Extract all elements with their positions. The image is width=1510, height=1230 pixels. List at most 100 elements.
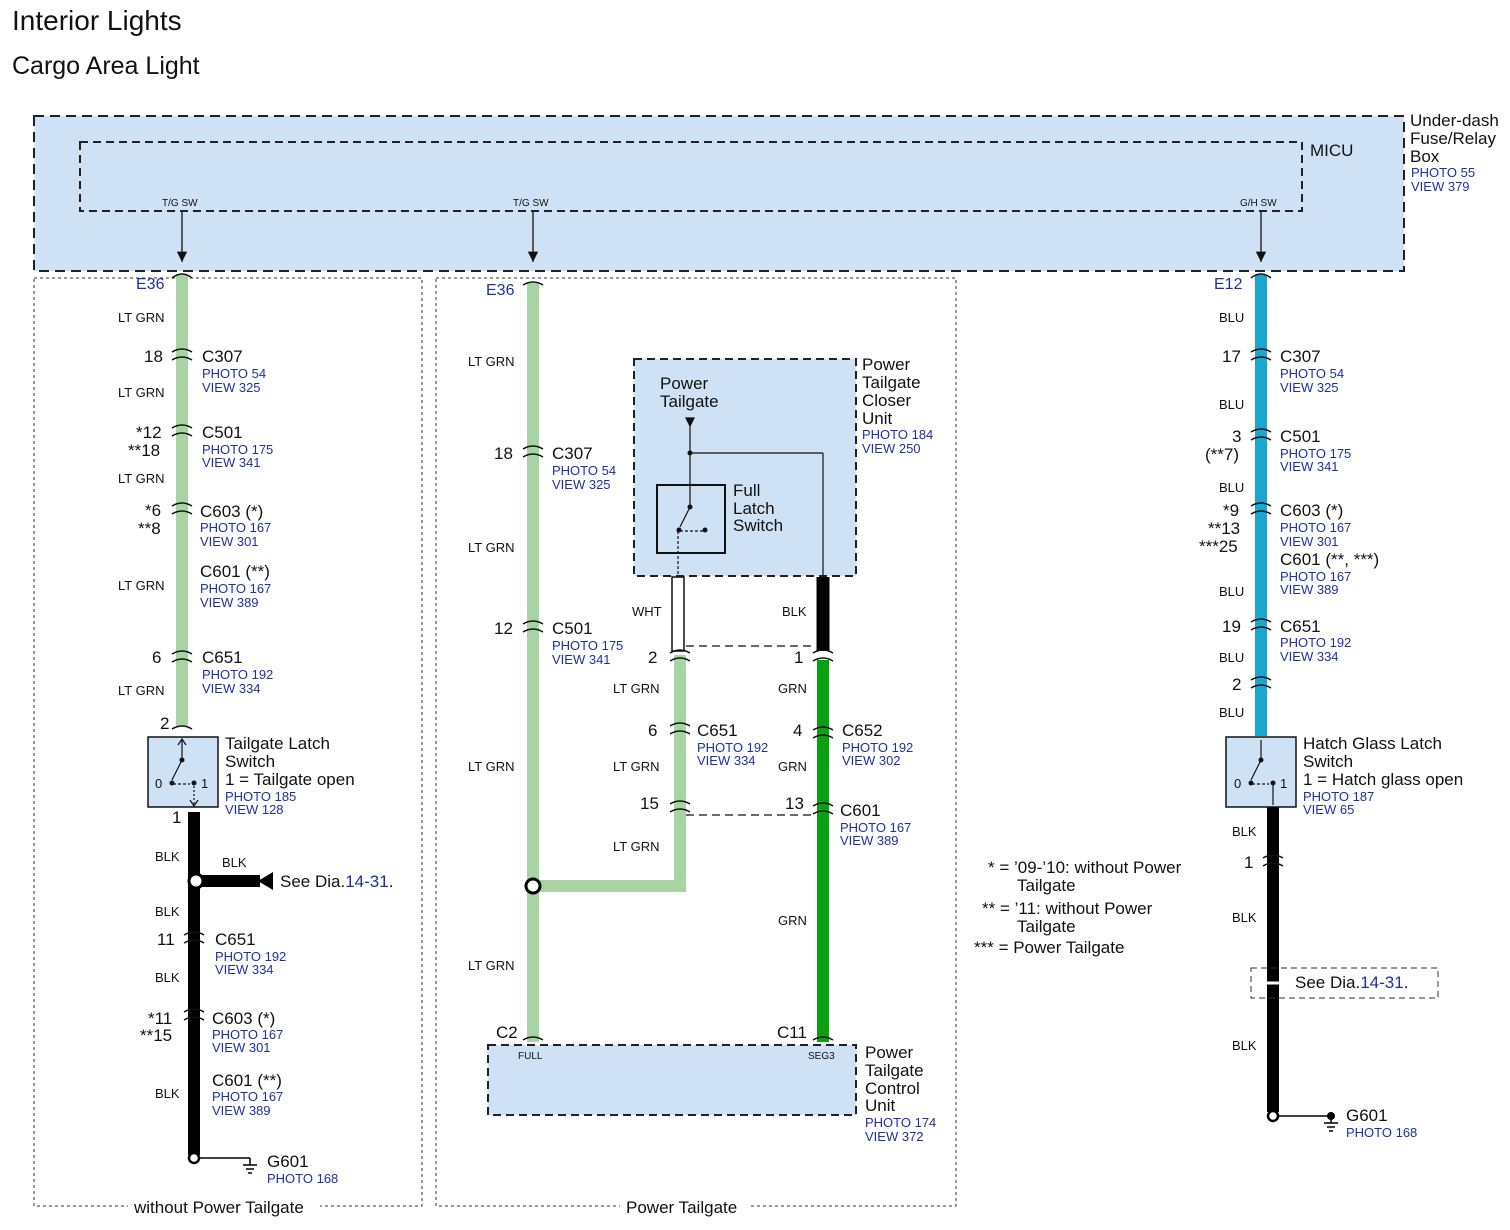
c307-right-view: VIEW 325 [1280,380,1339,395]
full-latch-label-3: Switch [733,516,783,535]
closer-inner-label-2: Tailgate [660,392,719,411]
section-label-middle: Power Tailgate [626,1198,737,1217]
pin-c603b-left-b: **15 [140,1026,172,1045]
full-latch-contact-a [687,504,693,510]
control-unit-label-3: Control [865,1079,920,1098]
c307-left-view: VIEW 325 [202,380,261,395]
wire-color-grn-2: GRN [778,759,807,774]
hatch-glass-latch-switch-symbol [1250,740,1274,805]
wire-color-right-4: BLU [1219,584,1244,599]
micu-label: MICU [1310,141,1353,160]
pin-c601-middle-right: 13 [785,794,804,813]
pin-c307-left: 18 [144,347,163,366]
wire-color-left-9: BLK [155,1086,180,1101]
c501-middle-photo: PHOTO 175 [552,638,623,653]
connector-c601b-left: C601 (**) [212,1071,282,1090]
page-title: Interior Lights [12,5,182,36]
c603-right-view: VIEW 301 [1280,534,1339,549]
note-1-line-2: Tailgate [1017,876,1076,895]
see-dia-right-box [1250,967,1439,999]
wire-color-middle-2: LT GRN [468,540,514,555]
switch-left-label-2: Switch [225,752,275,771]
c501-right-photo: PHOTO 175 [1280,446,1351,461]
control-unit-pin-seg3: SEG3 [808,1051,835,1062]
splice-point-left [187,872,205,890]
full-latch-label-2: Latch [733,499,775,518]
connector-symbols-right [1250,273,1284,867]
fuse-box-label-3: Box [1410,147,1440,166]
wire-color-right-8: BLK [1232,910,1257,925]
c307-middle-photo: PHOTO 54 [552,463,616,478]
connector-c307-right: C307 [1280,347,1321,366]
see-dia-right-text: See Dia. [1295,973,1360,992]
section-label-bg-middle [620,1196,750,1220]
ground-g601-left-photo: PHOTO 168 [267,1171,338,1186]
connector-e36-middle: E36 [486,282,515,299]
c307-left-photo: PHOTO 54 [202,366,266,381]
c601b-left-view: VIEW 389 [212,1103,271,1118]
pin-c603-left-a: *6 [145,501,161,520]
fuse-box-photo: PHOTO 55 [1411,165,1475,180]
wire-color-right-5: BLU [1219,650,1244,665]
connector-c652-middle: C652 [842,721,883,740]
ground-icon-left [243,1158,257,1174]
full-latch-label-1: Full [733,481,760,500]
pin-c651-middle: 6 [648,721,657,740]
pin-c603-right-c: ***25 [1199,537,1238,556]
wire-color-right-9: BLK [1232,1038,1257,1053]
control-unit-pin-c2: C2 [496,1023,518,1042]
wire-middle-wht [671,576,685,652]
wire-color-right-6: BLU [1219,705,1244,720]
switch-left-view: VIEW 128 [225,802,284,817]
c601-middle-view: VIEW 389 [840,833,899,848]
c603-right-photo: PHOTO 167 [1280,520,1351,535]
c652-middle-photo: PHOTO 192 [842,740,913,755]
pin-c603-right-a: *9 [1223,501,1239,520]
hatch-glass-latch-switch-box [1225,736,1297,808]
closer-unit-label-2: Tailgate [862,373,921,392]
switch-left-pin-top: 2 [160,714,169,733]
tailgate-latch-switch-box [147,736,219,808]
see-dia-right: See Dia.14-31. [1295,973,1408,992]
closer-inner-label-1: Power [660,374,709,393]
see-dia-right-link[interactable]: 14-31 [1360,973,1403,992]
ground-g601-right: G601 [1346,1106,1388,1125]
switch-right-pin-bottom: 1 [1244,853,1253,872]
wire-color-wht: WHT [632,604,662,619]
switch-left-photo: PHOTO 185 [225,789,296,804]
c501-middle-view: VIEW 341 [552,652,611,667]
wire-color-left-6: BLK [155,849,180,864]
c601-left-view: VIEW 389 [200,595,259,610]
c651-right-photo: PHOTO 192 [1280,635,1351,650]
connector-c501-middle: C501 [552,619,593,638]
wire-color-right-3: BLU [1219,480,1244,495]
closer-unit-box [633,358,857,577]
c501-left-photo: PHOTO 175 [202,442,273,457]
switch-right-contact-b [1248,780,1254,786]
wire-color-right-2: BLU [1219,397,1244,412]
wire-middle-lt-grn-branch [533,655,686,892]
page-subtitle: Cargo Area Light [12,52,200,80]
wire-color-middle-4: LT GRN [468,958,514,973]
connector-c651b-left: C651 [215,930,256,949]
wire-color-grn-1: GRN [778,681,807,696]
control-unit-label-1: Power [865,1043,914,1062]
pin-c307-middle: 18 [494,444,513,463]
connector-c501-left: C501 [202,423,243,442]
see-dia-left-link[interactable]: 14-31 [345,872,388,891]
fuse-box-label-2: Fuse/Relay [1410,129,1496,148]
pin-c603-right-b: **13 [1208,519,1240,538]
ground-g601-left: G601 [267,1152,309,1171]
c307-right-photo: PHOTO 54 [1280,366,1344,381]
wire-color-middle-7: LT GRN [613,839,659,854]
closer-unit-label-1: Power [862,355,911,374]
c501-left-view: VIEW 341 [202,455,261,470]
connector-c603b-left: C603 (*) [212,1009,275,1028]
closer-unit-label-3: Closer [862,391,911,410]
switch-right-pos0: 0 [1234,776,1241,791]
control-unit-pin-c11: C11 [777,1023,807,1042]
closer-unit-label-4: Unit [862,409,893,428]
wire-color-left-4: LT GRN [118,578,164,593]
switch-left-label-3: 1 = Tailgate open [225,770,355,789]
pin-c307-right: 17 [1222,347,1241,366]
